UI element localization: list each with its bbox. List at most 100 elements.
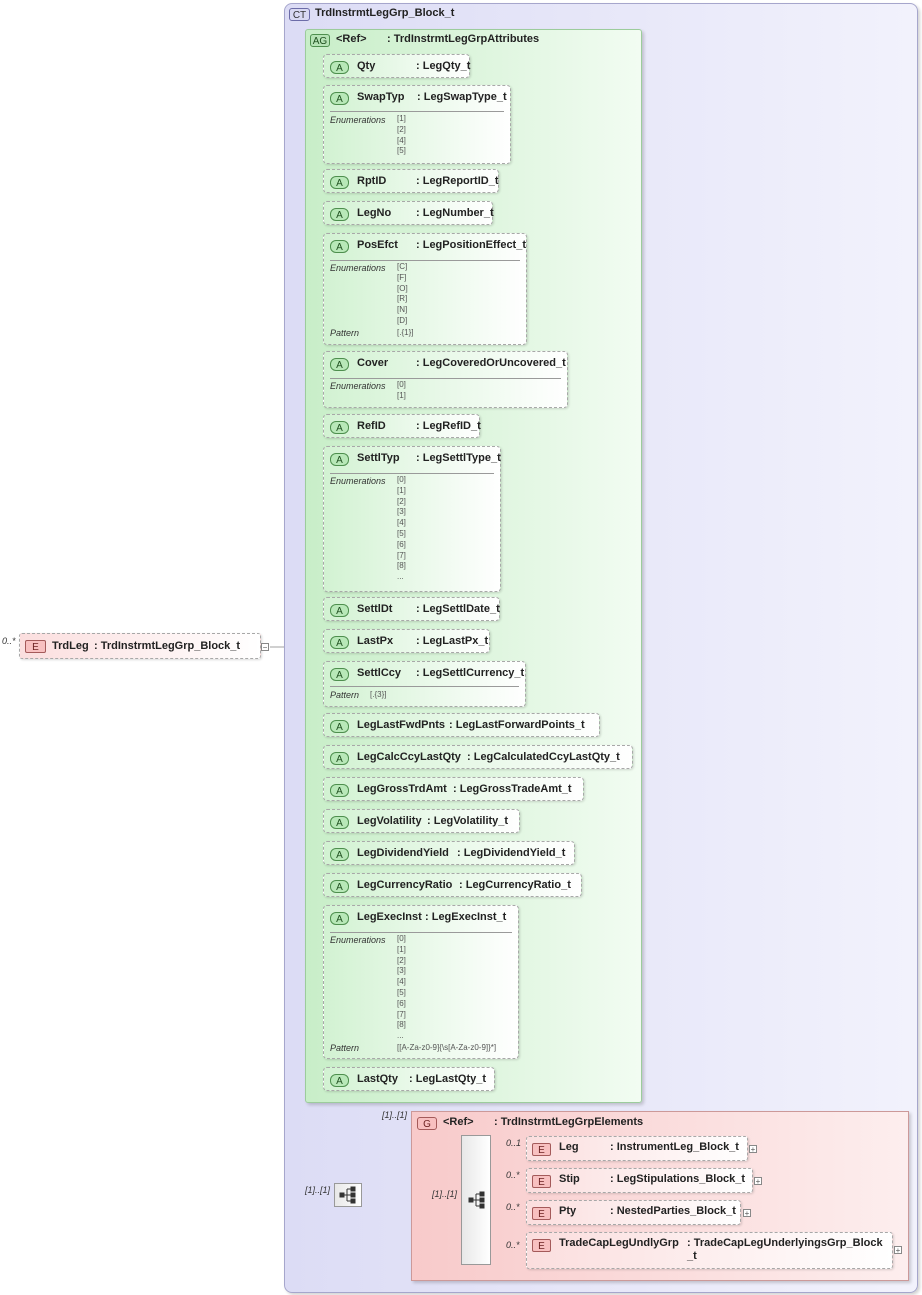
element-name: Leg [559,1141,579,1153]
attribute-legvolatility[interactable]: A LegVolatility : LegVolatility_t [323,809,520,833]
attribute-badge: A [330,61,349,74]
group-sequence-multiplicity: [1]..[1] [432,1189,458,1199]
element-stip[interactable]: E Stip : LegStipulations_Block_t [526,1168,753,1193]
sequence-compositor-icon[interactable] [334,1183,362,1207]
attribute-posefct[interactable]: A PosEfct : LegPositionEffect_t Enumerat… [323,233,527,345]
attribute-name: SettlTyp [357,452,400,464]
element-badge: E [25,640,46,653]
attribute-type: : LegCalculatedCcyLastQty_t [467,751,620,763]
collapse-toggle[interactable]: − [261,643,269,652]
pattern-value: [[A-Za-z0-9]{\s[A-Za-z0-9]}*] [397,1043,497,1052]
attribute-badge: A [330,176,349,189]
pattern-label: Pattern [330,690,360,700]
sequence-multiplicity: [1]..[1] [305,1185,331,1195]
attribute-leglastfwdpnts[interactable]: A LegLastFwdPnts : LegLastForwardPoints_… [323,713,600,737]
root-element-trdleg[interactable]: E TrdLeg : TrdInstrmtLegGrp_Block_t [19,633,261,659]
attribute-cover[interactable]: A Cover : LegCoveredOrUncovered_t Enumer… [323,351,568,408]
element-name: Stip [559,1173,580,1185]
element-multiplicity: 0..1 [506,1138,522,1148]
attribute-badge: A [330,636,349,649]
enumeration-values: [C] [F] [O] [R] [N] [D] [397,262,408,325]
attribute-badge: A [330,421,349,434]
expand-toggle[interactable]: + [894,1246,902,1255]
attribute-qty[interactable]: A Qty : LegQty_t [323,54,470,78]
attribute-type: : LegExecInst_t [425,911,507,923]
attribute-leggrosstrdamt[interactable]: A LegGrossTrdAmt : LegGrossTradeAmt_t [323,777,584,801]
attribute-refid[interactable]: A RefID : LegRefID_t [323,414,481,438]
attribute-group-name: : TrdInstrmtLegGrpAttributes [387,33,540,45]
enumeration-values: [0] [1] [2] [3] [4] [5] [6] [7] [8] ... [397,475,406,582]
attribute-name: Cover [357,357,389,369]
attribute-legdividendyield[interactable]: A LegDividendYield : LegDividendYield_t [323,841,575,865]
attribute-lastpx[interactable]: A LastPx : LegLastPx_t [323,629,490,653]
attribute-name: LegCurrencyRatio [357,879,453,891]
attribute-type: : LegCoveredOrUncovered_t [416,357,566,369]
attribute-legcalcccylastqty[interactable]: A LegCalcCcyLastQty : LegCalculatedCcyLa… [323,745,633,769]
attribute-group-badge: AG [310,34,330,47]
attribute-type: : LegSettlCurrency_t [416,667,525,679]
enumeration-values: [1] [2] [4] [5] [397,114,406,156]
attribute-name: LastQty [357,1073,398,1085]
attribute-name: LastPx [357,635,394,647]
attribute-name: Qty [357,60,376,72]
attribute-name: RefID [357,420,386,432]
expand-toggle[interactable]: + [754,1177,762,1186]
attribute-badge: A [330,1074,349,1087]
pattern-label: Pattern [330,328,360,338]
attribute-swaptyp[interactable]: A SwapTyp : LegSwapType_t Enumerations [… [323,85,511,164]
facet-separator [330,473,494,474]
pattern-value: [.{1}] [397,328,414,337]
pattern-value: [.{3}] [370,690,387,699]
enumerations-label: Enumerations [330,381,386,391]
attribute-name: LegCalcCcyLastQty [357,751,461,763]
attribute-badge: A [330,604,349,617]
element-leg[interactable]: E Leg : InstrumentLeg_Block_t [526,1136,748,1161]
attribute-badge: A [330,752,349,765]
group-sequence-compositor[interactable] [461,1135,491,1265]
attribute-name: LegNo [357,207,392,219]
attribute-settldt[interactable]: A SettlDt : LegSettlDate_t [323,597,500,621]
attribute-type: : LegQty_t [416,60,471,72]
attribute-badge: A [330,453,349,466]
element-group-name: : TrdInstrmtLegGrpElements [494,1116,644,1128]
attribute-name: SettlCcy [357,667,402,679]
attribute-name: LegVolatility [357,815,422,827]
attribute-type: : LegPositionEffect_t [416,239,527,251]
enumerations-label: Enumerations [330,935,386,945]
attribute-type: : LegLastQty_t [409,1073,487,1085]
enumeration-values: [0] [1] [2] [3] [4] [5] [6] [7] [8] ... [397,934,406,1041]
element-multiplicity: 0..* [506,1170,520,1180]
element-name: Pty [559,1205,577,1217]
expand-toggle[interactable]: + [749,1145,757,1154]
enumerations-label: Enumerations [330,115,386,125]
attribute-name: SwapTyp [357,91,405,103]
attribute-legcurrencyratio[interactable]: A LegCurrencyRatio : LegCurrencyRatio_t [323,873,582,897]
expand-toggle[interactable]: + [743,1209,751,1218]
sequence-icon [468,1191,485,1209]
attribute-settlccy[interactable]: A SettlCcy : LegSettlCurrency_t Pattern … [323,661,526,707]
element-pty[interactable]: E Pty : NestedParties_Block_t [526,1200,741,1225]
attribute-name: SettlDt [357,603,393,615]
attribute-rptid[interactable]: A RptID : LegReportID_t [323,169,499,193]
facet-separator [330,378,561,379]
attribute-name: PosEfct [357,239,398,251]
attribute-lastqty[interactable]: A LastQty : LegLastQty_t [323,1067,495,1091]
element-badge: E [532,1207,551,1220]
element-tradecaplegundlygrp[interactable]: E TradeCapLegUndlyGrp : TradeCapLegUnder… [526,1232,893,1269]
element-multiplicity: 0..* [506,1240,520,1250]
attribute-badge: A [330,668,349,681]
root-element-type: : TrdInstrmtLegGrp_Block_t [94,640,241,652]
complex-type-badge: CT [289,8,310,21]
attribute-legexecinst[interactable]: A LegExecInst : LegExecInst_t Enumeratio… [323,905,519,1059]
attribute-legno[interactable]: A LegNo : LegNumber_t [323,201,494,225]
attribute-settltyp[interactable]: A SettlTyp : LegSettlType_t Enumerations… [323,446,501,592]
root-multiplicity: 0..* [2,636,16,646]
group-multiplicity: [1]..[1] [382,1110,408,1120]
attribute-name: LegLastFwdPnts [357,719,446,731]
attribute-badge: A [330,240,349,253]
attribute-name: LegDividendYield [357,847,449,859]
attribute-badge: A [330,880,349,893]
attribute-name: RptID [357,175,387,187]
attribute-badge: A [330,720,349,733]
attribute-type: : LegSwapType_t [417,91,507,103]
